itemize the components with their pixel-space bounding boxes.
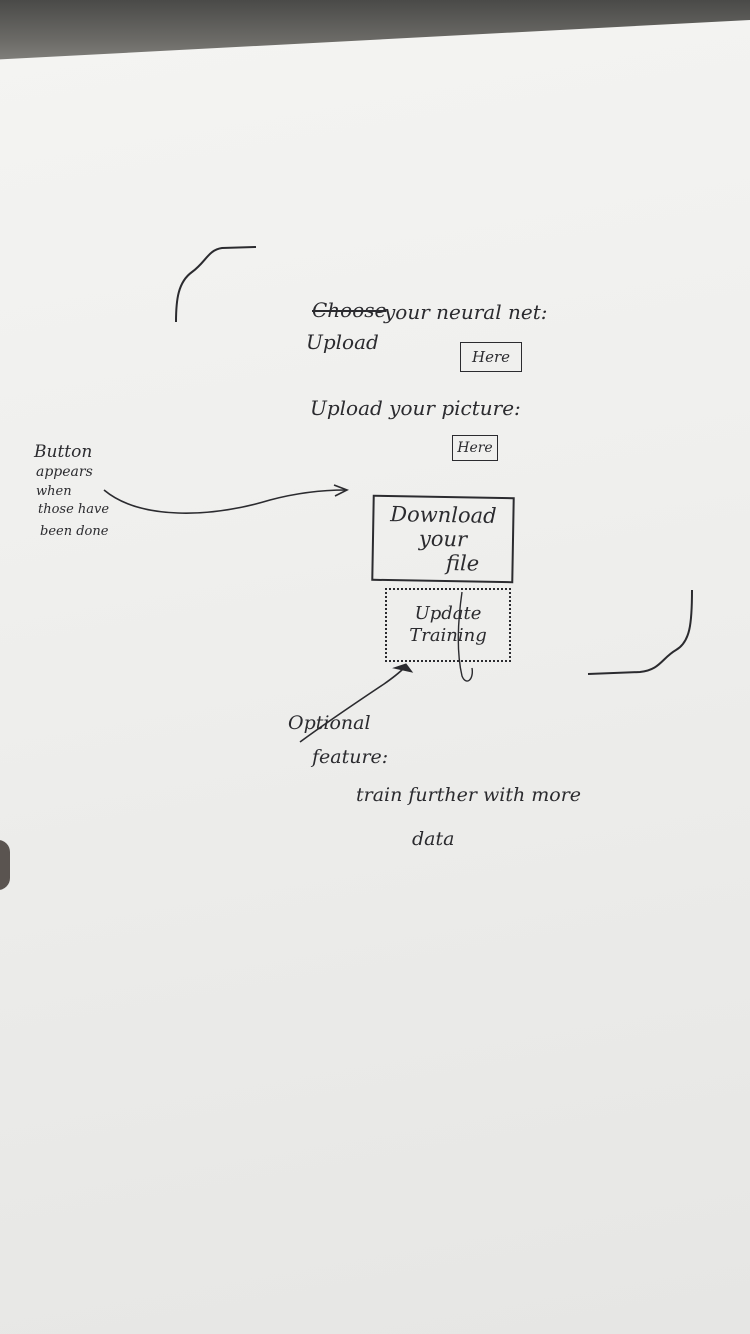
button-note-line5: been done: [40, 524, 109, 539]
download-label-line2: your: [418, 526, 468, 552]
optional-note-line1: Optional: [288, 712, 371, 734]
upload-replacement: Upload: [306, 330, 379, 354]
arrow-to-update: [299, 667, 405, 743]
neural-net-prompt: your neural net:: [384, 300, 548, 324]
corner-bracket-bottom-right: [587, 589, 693, 675]
download-label-line3: file: [445, 551, 480, 576]
update-label-line1: Update: [414, 603, 482, 624]
optional-note-line3: train further with more: [356, 784, 582, 806]
arrow-to-download: [103, 489, 347, 514]
optional-note-line2: feature:: [312, 746, 389, 768]
update-training-button[interactable]: Update Training: [385, 588, 511, 662]
picture-prompt: Upload your picture:: [310, 396, 521, 420]
thumb: [0, 840, 10, 890]
struck-word: Choose: [312, 298, 387, 322]
corner-bracket-top-left: [175, 246, 257, 323]
optional-note-line4: data: [412, 828, 455, 850]
button-note-line4: those have: [38, 502, 110, 517]
picture-upload-button[interactable]: Here: [452, 435, 498, 461]
paper-sheet: [0, 20, 750, 1334]
download-file-button[interactable]: Download your file: [371, 494, 515, 584]
neural-net-upload-button[interactable]: Here: [460, 342, 522, 372]
button-note-line2: appears: [36, 464, 93, 480]
download-label-line1: Download: [390, 502, 497, 528]
button-note-line1: Button: [34, 442, 93, 462]
button-note-line3: when: [36, 484, 72, 499]
update-label-line2: Training: [409, 625, 487, 646]
